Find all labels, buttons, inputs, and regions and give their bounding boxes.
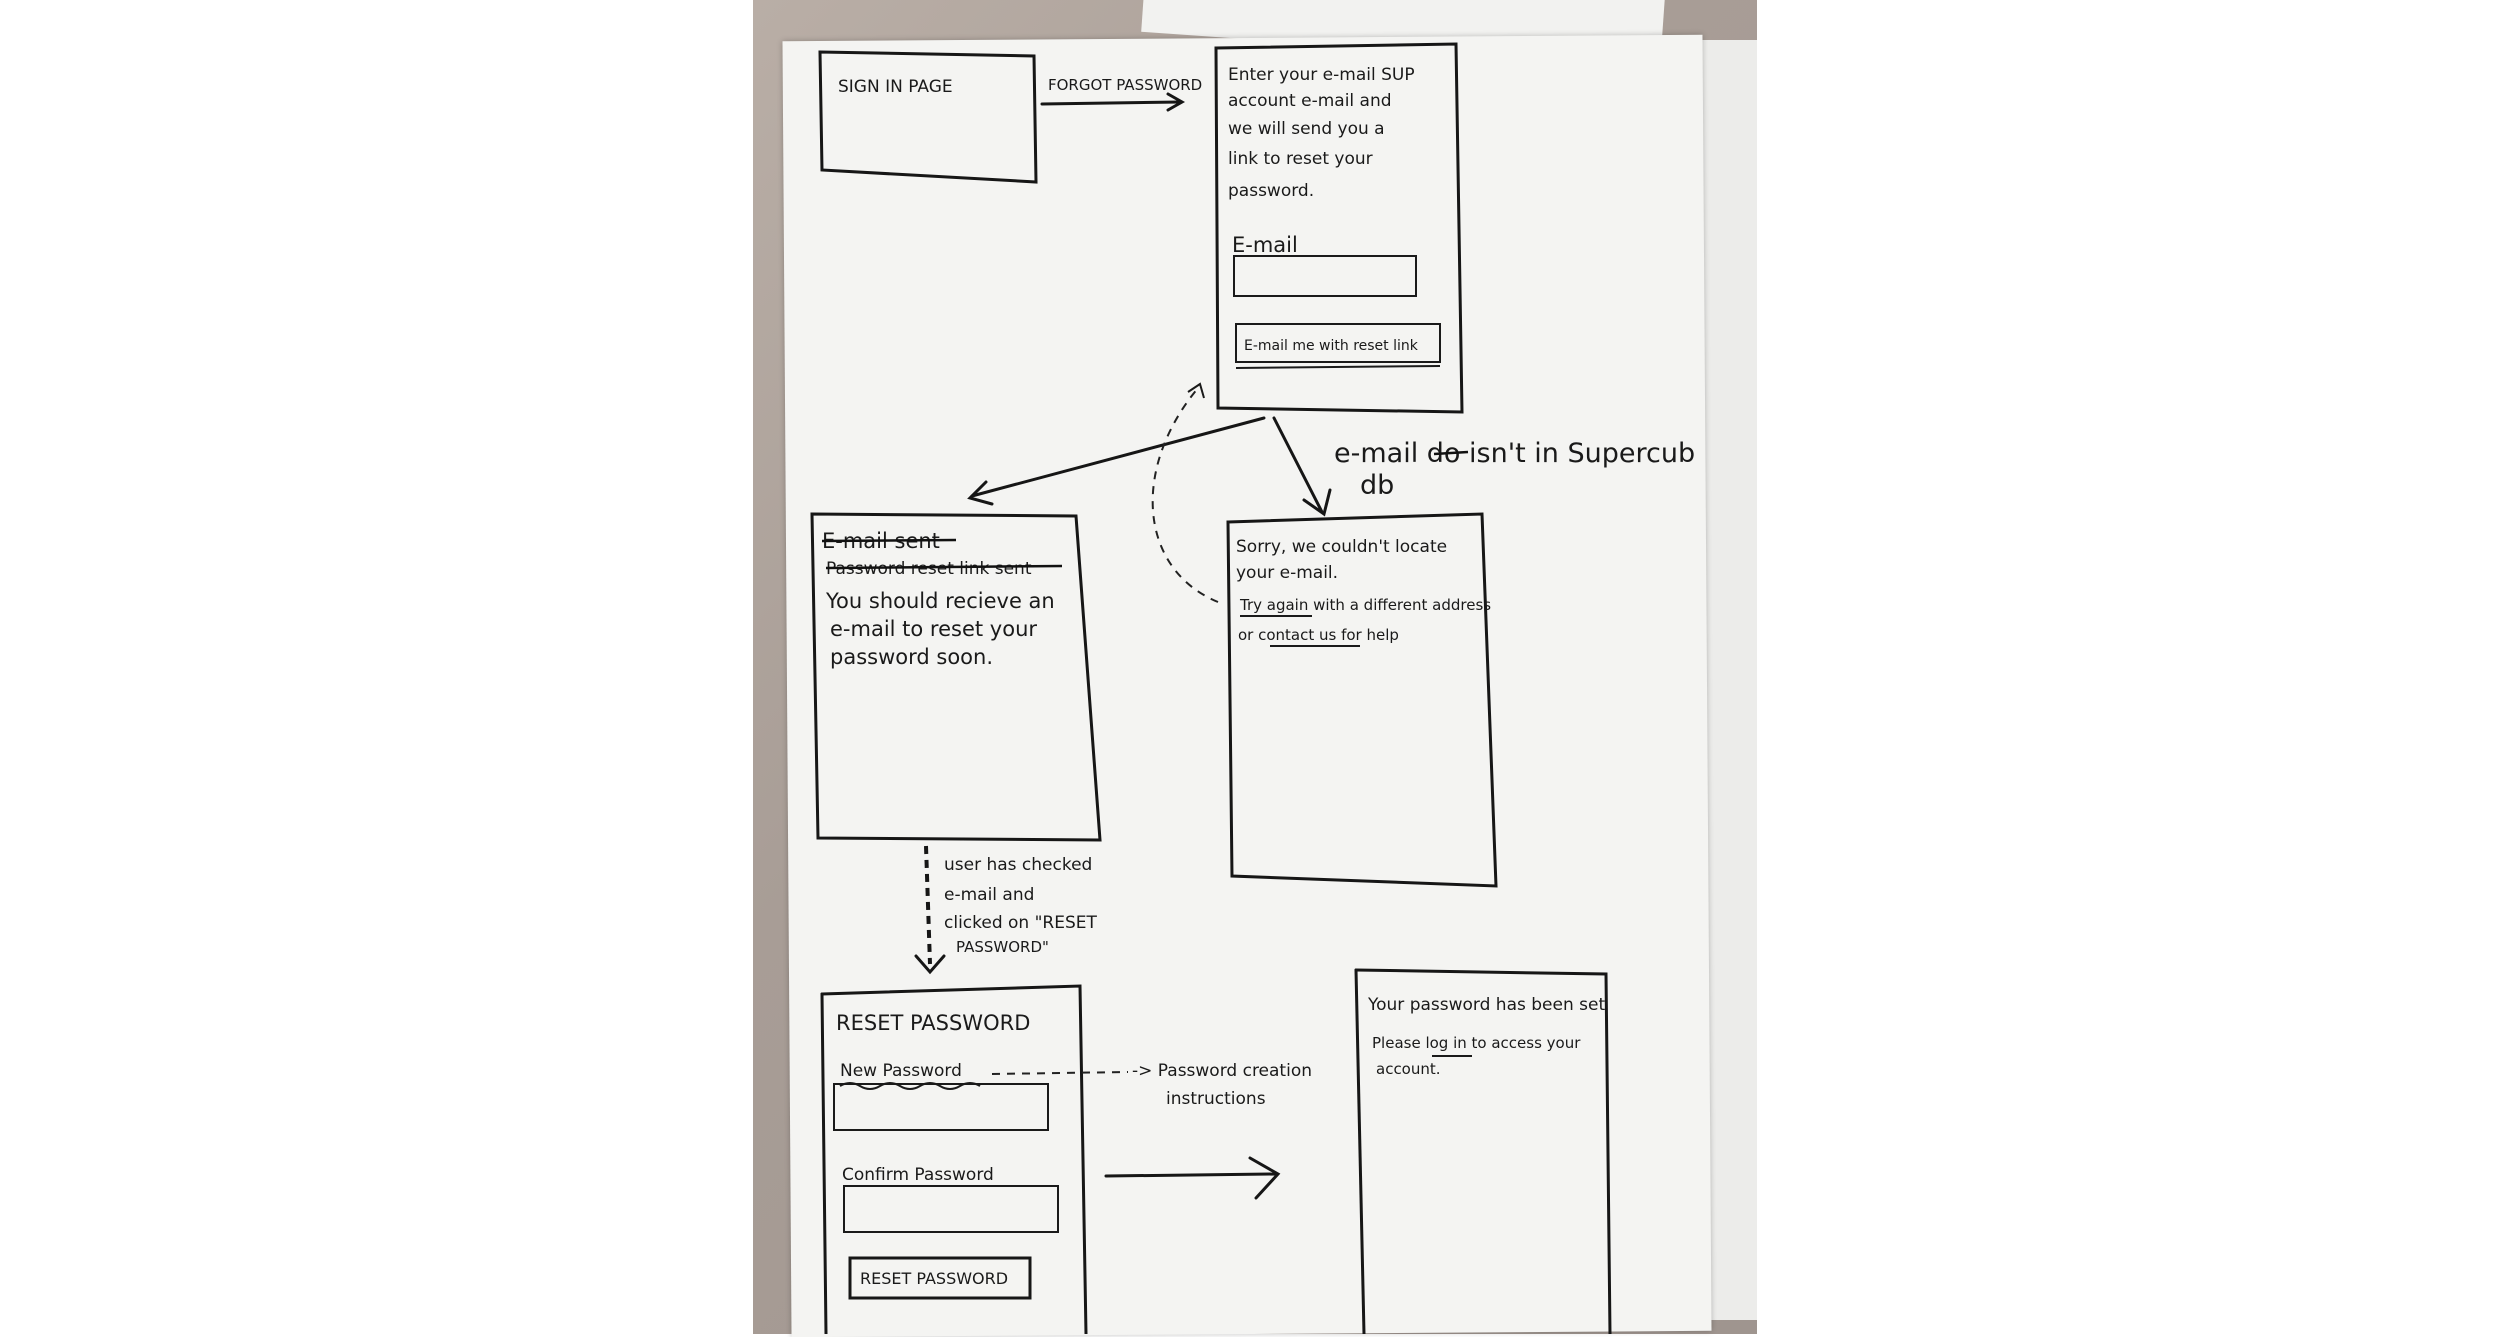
new-password-label: New Password <box>840 1061 962 1081</box>
reset-password-button[interactable] <box>848 1256 1032 1300</box>
password-set-screen: Your password has been set Please log in… <box>1354 968 1612 1334</box>
confirm-password-label: Confirm Password <box>842 1165 994 1185</box>
user-note-line: e-mail and <box>944 885 1034 905</box>
sent-message-line: You should recieve an <box>825 589 1055 613</box>
forgot-instruction-line: password. <box>1228 181 1314 201</box>
signin-title: SIGN IN PAGE <box>838 77 953 97</box>
reset-password-button-label: RESET PASSWORD <box>860 1269 1008 1288</box>
email-not-found-screen: Sorry, we couldn't locate your e-mail. T… <box>1226 512 1498 888</box>
done-detail-line: Please log in to access your <box>1372 1034 1581 1052</box>
try-again-link[interactable]: Try again with a different address <box>1239 596 1491 614</box>
done-detail-line: account. <box>1376 1060 1441 1078</box>
sent-message-line: e-mail to reset your <box>830 617 1037 641</box>
error-note-line2: db <box>1360 470 1394 501</box>
confirm-password-input[interactable] <box>843 1185 1059 1233</box>
forgot-instruction-line: link to reset your <box>1228 149 1373 169</box>
password-instructions-annotation: -> Password creation instructions <box>991 1061 1312 1109</box>
signin-box: SIGN IN PAGE <box>818 50 1038 184</box>
forgot-instruction-line: account e-mail and <box>1228 91 1392 111</box>
user-note-line: clicked on "RESET <box>944 913 1098 933</box>
sent-message-line: password soon. <box>830 645 993 669</box>
email-sent-screen: E-mail sent Password reset link sent You… <box>810 512 1102 842</box>
forgot-arrow-label: FORGOT PASSWORD <box>1048 76 1202 94</box>
send-reset-link-label: E-mail me with reset link <box>1244 338 1419 354</box>
forgot-instruction-line: we will send you a <box>1228 119 1385 139</box>
user-note-line: PASSWORD" <box>956 938 1049 956</box>
notfound-message-line: your e-mail. <box>1236 563 1338 583</box>
branch-arrows <box>967 382 1332 603</box>
email-label: E-mail <box>1232 233 1298 257</box>
forgot-instruction-line: Enter your e-mail SUP <box>1228 65 1415 85</box>
new-password-input[interactable] <box>833 1083 1049 1131</box>
user-note-line: user has checked <box>944 855 1092 875</box>
email-input[interactable] <box>1233 255 1417 297</box>
error-note-line1: e-mail do isn't in Supercub <box>1334 438 1695 469</box>
error-annotation: e-mail do isn't in Supercub db <box>1334 438 1695 501</box>
forgot-screen: Enter your e-mail SUP account e-mail and… <box>1214 42 1464 414</box>
contact-us-link[interactable]: or contact us for help <box>1238 626 1399 644</box>
send-reset-link-button[interactable] <box>1235 323 1441 363</box>
success-arrow <box>1104 1156 1281 1200</box>
reset-password-screen: RESET PASSWORD New Password Confirm Pass… <box>820 984 1088 1334</box>
notfound-message-line: Sorry, we couldn't locate <box>1236 537 1447 557</box>
done-message: Your password has been set <box>1367 995 1605 1015</box>
annotation-line: -> Password creation <box>1132 1061 1312 1081</box>
reset-title: RESET PASSWORD <box>836 1011 1030 1035</box>
user-action-arrow: user has checked e-mail and clicked on "… <box>914 845 1098 975</box>
sent-struck-line: Password reset link sent <box>826 559 1032 579</box>
annotation-line: instructions <box>1166 1089 1266 1109</box>
forgot-arrow: FORGOT PASSWORD <box>1040 76 1202 112</box>
